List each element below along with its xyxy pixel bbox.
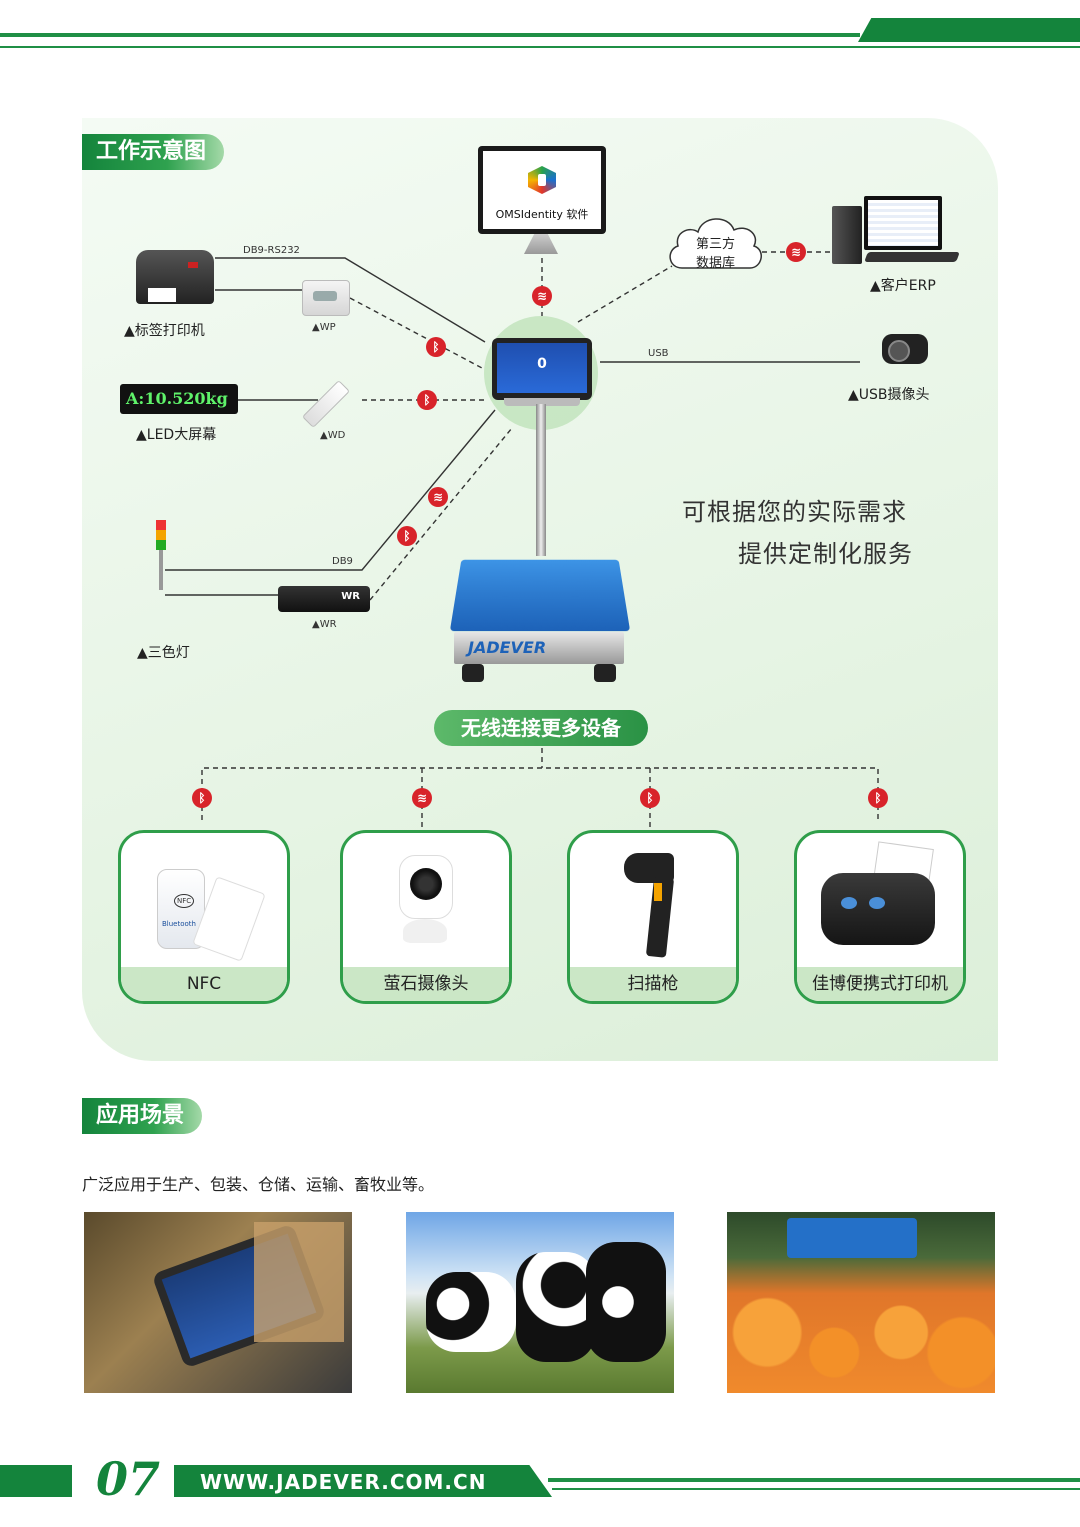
software-label: OMSIdentity 软件 (495, 208, 589, 221)
wr-box-image: WR (278, 586, 370, 612)
wp-module-image (302, 280, 350, 316)
nfc-tag: NFC (174, 894, 195, 908)
top-stripe-left (0, 33, 860, 37)
usb-camera-label: ▲USB摄像头 (848, 387, 930, 403)
wr-box-text: WR (341, 591, 360, 602)
usb-camera-image (882, 334, 928, 364)
weighing-terminal: 0 (492, 338, 592, 400)
device-card-label: 佳博便携式打印机 (797, 967, 963, 1001)
top-stripe-tab (858, 18, 1080, 42)
scale-brand: JADEVER (468, 638, 547, 657)
bluetooth-icon: ᛒ (192, 788, 212, 808)
portable-printer-image (821, 873, 935, 945)
device-card-label: NFC (121, 967, 287, 1001)
application-description: 广泛应用于生产、包装、仓储、运输、畜牧业等。 (82, 1175, 435, 1194)
cloud-icon (669, 218, 762, 269)
website-link[interactable]: WWW.JADEVER.COM.CN (200, 1470, 487, 1494)
wifi-icon: ≋ (532, 286, 552, 306)
cloud-label-line2: 数据库 (696, 256, 736, 271)
bluetooth-icon: ᛒ (426, 337, 446, 357)
wifi-icon: ≋ (786, 242, 806, 262)
erp-tower (832, 206, 862, 264)
erp-keyboard (864, 252, 960, 262)
wireless-title: 无线连接更多设备 (434, 710, 648, 746)
scale-platform (449, 559, 631, 632)
application-section-title: 应用场景 (82, 1098, 203, 1134)
erp-monitor (864, 196, 942, 250)
label-printer-label: ▲标签打印机 (124, 323, 205, 339)
led-display-text: A:10.520kg (126, 389, 228, 408)
bluetooth-text: Bluetooth (162, 920, 196, 928)
wifi-icon: ≋ (412, 788, 432, 808)
led-screen: A:10.520kg (120, 384, 238, 414)
photo-cows (406, 1212, 674, 1393)
ezviz-camera-image (399, 855, 453, 919)
device-card-nfc: NFC Bluetooth NFC (118, 830, 290, 1004)
db9-rs232-label: DB9-RS232 (243, 245, 300, 256)
scale-base (454, 632, 624, 664)
wd-label: ▲WD (320, 430, 346, 441)
top-stripe-thin (0, 46, 1080, 48)
usb-label: USB (648, 348, 669, 359)
tricolor-light-label: ▲三色灯 (137, 645, 190, 661)
led-label: ▲LED大屏幕 (136, 427, 217, 443)
monitor-stand (524, 234, 558, 254)
cloud-label-line1: 第三方 (696, 237, 736, 252)
bluetooth-icon: ᛒ (868, 788, 888, 808)
tagline-line2: 提供定制化服务 (738, 540, 913, 568)
workflow-section-title: 工作示意图 (82, 134, 225, 170)
footer-url-bar (174, 1465, 552, 1497)
scale-foot-left (462, 664, 484, 682)
device-card-printer: 佳博便携式打印机 (794, 830, 966, 1004)
device-card-label: 扫描枪 (570, 967, 736, 1001)
label-printer-image (136, 250, 214, 304)
wifi-icon: ≋ (428, 487, 448, 507)
photo-industrial-terminal (84, 1212, 352, 1393)
bluetooth-icon: ᛒ (417, 390, 437, 410)
footer-bar-left (0, 1465, 72, 1497)
terminal-base (504, 398, 580, 406)
bluetooth-icon: ᛒ (640, 788, 660, 808)
page-number: 07 (96, 1452, 161, 1506)
device-card-scanner: 扫描枪 (567, 830, 739, 1004)
wp-label: ▲WP (312, 322, 336, 333)
erp-label: ▲客户ERP (870, 278, 936, 294)
wr-label: ▲WR (312, 619, 337, 630)
db9-label: DB9 (332, 556, 353, 567)
footer-stripe-thin (552, 1488, 1080, 1490)
footer-stripe (548, 1478, 1080, 1482)
bluetooth-icon: ᛒ (397, 526, 417, 546)
device-card-camera: 萤石摄像头 (340, 830, 512, 1004)
tricolor-light-image (156, 520, 166, 590)
scale-reading: 0 (537, 356, 547, 372)
device-card-label: 萤石摄像头 (343, 967, 509, 1001)
tagline-line1: 可根据您的实际需求 (682, 498, 907, 526)
scale-pole (536, 404, 546, 556)
scanner-trigger (654, 883, 662, 901)
ezviz-camera-stand (403, 919, 447, 943)
scale-foot-right (594, 664, 616, 682)
software-monitor: OMSIdentity 软件 (478, 146, 606, 234)
photo-oranges (727, 1212, 995, 1393)
